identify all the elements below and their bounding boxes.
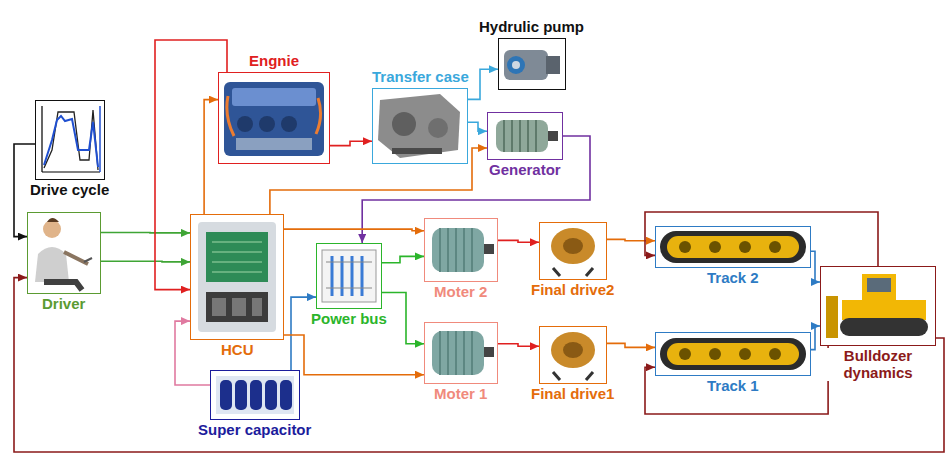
signal-connector [645,212,878,266]
signal-connector [330,141,372,145]
component-box: HCU [190,214,284,340]
component-box: Moter 2 [424,218,498,282]
component-box: Moter 1 [424,322,498,384]
signal-connector [284,335,424,375]
signal-connector [101,232,190,234]
component-box: Track 2 [655,226,811,268]
component-box: Bulldozer dynamics [820,266,936,346]
signal-connector [607,343,655,347]
component-box: Generator [487,112,563,160]
engine-illustration [224,82,324,156]
component-box: Drive cycle [35,100,105,180]
component-box: Transfer case [372,88,468,164]
hcu-illustration [198,222,276,332]
component-label: Generator [487,162,563,179]
component-box: Power bus [316,243,382,309]
component-box: Track 1 [655,332,811,376]
signal-connector [270,148,487,214]
signal-connector [645,346,828,414]
signal-connector [382,256,424,262]
component-box: Super capacitor [210,370,300,420]
signal-connector [468,69,498,99]
driver-figure [35,218,92,290]
generator-illustration [496,120,558,152]
signal-connector [607,239,655,240]
component-label: Moter 2 [432,284,489,301]
motor-illustration [432,228,494,375]
component-label: HCU [219,342,256,359]
component-label: Moter 1 [432,386,489,403]
component-label: Final drive2 [529,282,616,299]
final-drive-illustration [551,228,595,380]
component-label: Drive cycle [28,182,111,199]
component-label: Track 1 [705,378,761,395]
drive-cycle-chart [36,101,104,179]
track-illustration [660,231,806,370]
signal-connector [284,229,424,231]
bulldozer-illustration [826,274,928,338]
component-label: Bulldozer dynamics [821,348,935,381]
signal-connector [204,100,218,214]
component-label: Engnie [247,53,301,70]
signal-connector [468,122,487,131]
component-label: Transfer case [370,69,471,86]
signal-connector [14,278,944,452]
signal-connector [101,260,190,262]
component-label: Final drive1 [529,386,616,403]
signal-connector [811,251,820,282]
component-label: Super capacitor [196,422,313,439]
power-bus-illustration [322,250,376,302]
super-capacitor-illustration [216,376,294,414]
component-box: Hydrulic pump [498,38,566,90]
component-box: Driver [27,212,101,294]
component-label: Driver [40,296,87,313]
signal-connector [498,344,539,347]
signal-connector [811,326,820,350]
component-box: Final drive2 [539,222,607,280]
hydraulic-pump-illustration [504,50,560,80]
component-box: Engnie [218,72,330,164]
component-label: Track 2 [705,270,761,287]
component-label: Power bus [309,311,389,328]
transfer-case-illustration [378,94,460,158]
component-label: Hydrulic pump [477,19,586,36]
signal-connector [498,240,539,242]
component-box: Final drive1 [539,326,607,384]
signal-connector [175,321,210,385]
signal-connector [155,40,227,290]
